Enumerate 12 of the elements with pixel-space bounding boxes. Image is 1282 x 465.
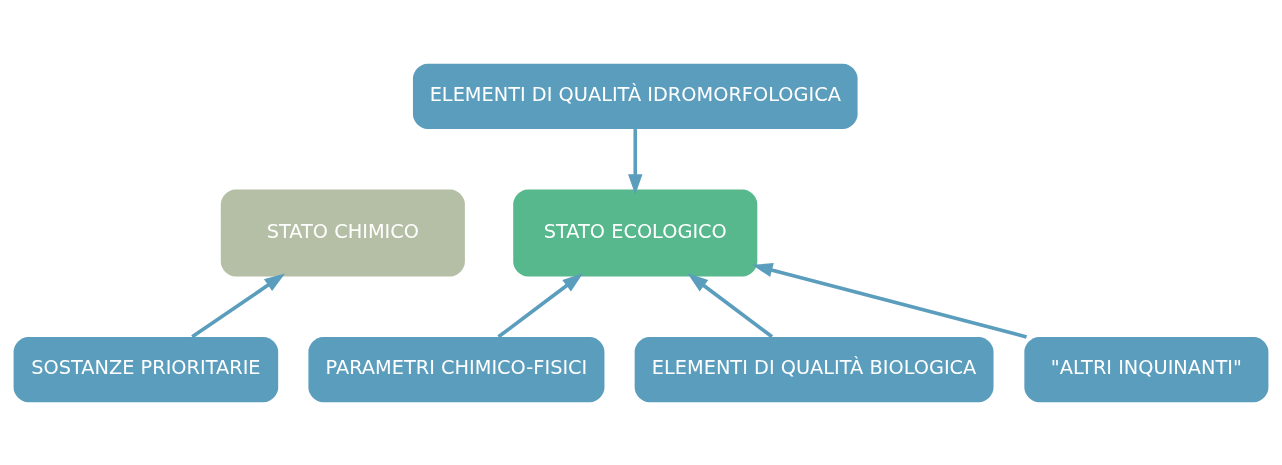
node-box: SOSTANZE PRIORITARIE — [13, 336, 279, 402]
arrow — [687, 272, 774, 338]
arrow — [497, 272, 584, 338]
arrow — [628, 128, 643, 195]
node-box: "ALTRI INQUINANTI" — [1024, 336, 1269, 402]
node-box: PARAMETRI CHIMICO-FISICI — [308, 336, 605, 402]
node-box: ELEMENTI DI QUALITÀ BIOLOGICA — [634, 336, 994, 402]
node-box: STATO CHIMICO — [220, 189, 465, 276]
node-box: ELEMENTI DI QUALITÀ IDROMORFOLOGICA — [412, 63, 858, 129]
arrow — [191, 273, 286, 338]
arrow — [752, 262, 1028, 339]
node-box: STATO ECOLOGICO — [513, 189, 758, 276]
